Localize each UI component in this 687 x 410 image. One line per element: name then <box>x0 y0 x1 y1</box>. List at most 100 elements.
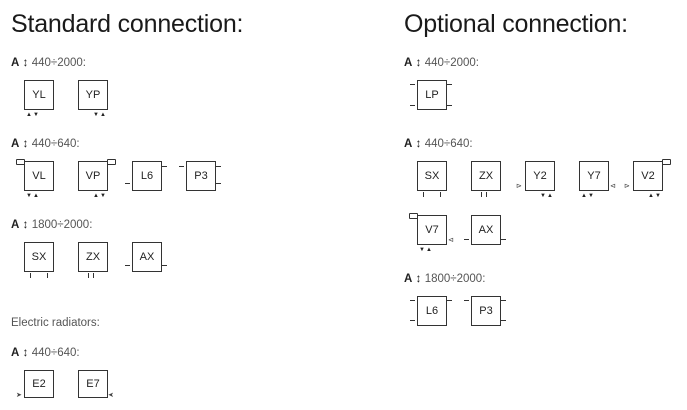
height-range: 440÷2000: <box>31 57 86 69</box>
optional-group2-label: A ↕ 440÷640: <box>404 136 473 150</box>
radiator-code: V7 <box>425 224 439 236</box>
standard-connection-heading: Standard connection: <box>11 10 244 38</box>
radiator-y7[interactable]: Y7 <box>579 161 609 191</box>
radiator-code: SX <box>424 170 440 182</box>
side-connection-stub <box>501 300 506 301</box>
side-connection-stub <box>162 166 167 167</box>
side-connection-stub <box>410 105 415 106</box>
connection-arrow-icon: ⊲ <box>610 183 616 190</box>
connection-arrow-icon: ⊲ <box>448 237 454 244</box>
side-connection-stub <box>501 239 506 240</box>
radiator-code: E7 <box>86 378 100 390</box>
height-arrow-icon: ↕ <box>415 136 422 150</box>
radiator-code: LP <box>425 89 439 101</box>
side-connection-stub <box>162 265 167 266</box>
bottom-connection-icon: ▼▲ <box>540 193 554 199</box>
side-connection-stub <box>216 183 221 184</box>
radiator-v7[interactable]: V7 <box>417 215 447 245</box>
electric-plug-icon: ➤ <box>16 392 22 399</box>
radiator-code: VL <box>32 170 46 182</box>
optional-group1-label: A ↕ 440÷2000: <box>404 55 479 69</box>
optional-connection-heading: Optional connection: <box>404 10 628 38</box>
radiator-vl[interactable]: VL <box>24 161 54 191</box>
height-arrow-icon: ↕ <box>22 55 29 69</box>
radiator-ax[interactable]: AX <box>132 242 162 272</box>
bottom-connection-stub <box>93 273 94 278</box>
side-connection-stub <box>410 320 415 321</box>
height-range: 440÷640: <box>31 347 80 359</box>
bottom-connection-icon: ▼▲ <box>419 247 433 253</box>
height-range: 440÷640: <box>31 138 80 150</box>
height-arrow-icon: ↕ <box>415 271 422 285</box>
side-connection-stub <box>447 105 452 106</box>
electric-plug-icon: ➤ <box>108 392 114 399</box>
height-arrow-icon: ↕ <box>22 345 29 359</box>
radiator-code: AX <box>139 251 155 263</box>
radiator-code: ZX <box>478 170 494 182</box>
connection-arrow-icon: ⊳ <box>624 183 630 190</box>
side-connection-stub <box>501 320 506 321</box>
radiator-yl[interactable]: YL <box>24 80 54 110</box>
radiator-code: Y7 <box>587 170 601 182</box>
dimension-a-label: A <box>11 57 20 69</box>
radiator-p3-optional[interactable]: P3 <box>471 296 501 326</box>
radiator-v2[interactable]: V2 <box>633 161 663 191</box>
radiator-l6-optional[interactable]: L6 <box>417 296 447 326</box>
dimension-a-label: A <box>404 57 413 69</box>
radiator-vp[interactable]: VP <box>78 161 108 191</box>
dimension-a-label: A <box>11 219 20 231</box>
side-connection-stub <box>447 300 452 301</box>
bottom-connection-stub <box>481 192 482 197</box>
bottom-connection-icon: ▲▼ <box>93 193 107 199</box>
standard-group2-label: A ↕ 440÷640: <box>11 136 80 150</box>
radiator-sx[interactable]: SX <box>24 242 54 272</box>
height-arrow-icon: ↕ <box>415 55 422 69</box>
radiator-code: P3 <box>194 170 208 182</box>
radiator-code: E2 <box>32 378 46 390</box>
standard-group1-label: A ↕ 440÷2000: <box>11 55 86 69</box>
valve-icon <box>662 159 671 165</box>
bottom-connection-stub <box>423 192 424 197</box>
height-range: 1800÷2000: <box>424 273 486 285</box>
side-connection-stub <box>410 300 415 301</box>
side-connection-stub <box>464 239 469 240</box>
radiator-e7[interactable]: E7 <box>78 370 108 398</box>
bottom-connection-icon: ▼▲ <box>93 112 107 118</box>
radiator-code: V2 <box>641 170 655 182</box>
radiator-code: Y2 <box>533 170 547 182</box>
bottom-connection-icon: ▲▼ <box>648 193 662 199</box>
radiator-y2[interactable]: Y2 <box>525 161 555 191</box>
radiator-sx-optional[interactable]: SX <box>417 161 447 191</box>
dimension-a-label: A <box>404 138 413 150</box>
dimension-a-label: A <box>11 347 20 359</box>
radiator-yp[interactable]: YP <box>78 80 108 110</box>
connection-arrow-icon: ⊳ <box>516 183 522 190</box>
side-connection-stub <box>125 265 130 266</box>
height-range: 1800÷2000: <box>31 219 93 231</box>
radiator-code: YP <box>85 89 101 101</box>
radiator-lp[interactable]: LP <box>417 80 447 110</box>
dimension-a-label: A <box>404 273 413 285</box>
bottom-connection-stub <box>88 273 89 278</box>
radiator-p3[interactable]: P3 <box>186 161 216 191</box>
radiator-ax-optional[interactable]: AX <box>471 215 501 245</box>
standard-group3-label: A ↕ 1800÷2000: <box>11 217 92 231</box>
side-connection-stub <box>216 166 221 167</box>
side-connection-stub <box>125 183 130 184</box>
height-range: 440÷2000: <box>424 57 479 69</box>
electric-radiators-note: Electric radiators: <box>11 317 100 329</box>
bottom-connection-stub <box>47 273 48 278</box>
bottom-connection-icon: ▼▲ <box>26 193 40 199</box>
height-arrow-icon: ↕ <box>22 136 29 150</box>
dimension-a-label: A <box>11 138 20 150</box>
valve-icon <box>107 159 116 165</box>
radiator-l6[interactable]: L6 <box>132 161 162 191</box>
bottom-connection-stub <box>30 273 31 278</box>
radiator-zx-optional[interactable]: ZX <box>471 161 501 191</box>
radiator-e2[interactable]: E2 <box>24 370 54 398</box>
optional-group3-label: A ↕ 1800÷2000: <box>404 271 485 285</box>
radiator-code: AX <box>478 224 494 236</box>
radiator-zx[interactable]: ZX <box>78 242 108 272</box>
radiator-code: ZX <box>85 251 101 263</box>
electric-group-label: A ↕ 440÷640: <box>11 345 80 359</box>
